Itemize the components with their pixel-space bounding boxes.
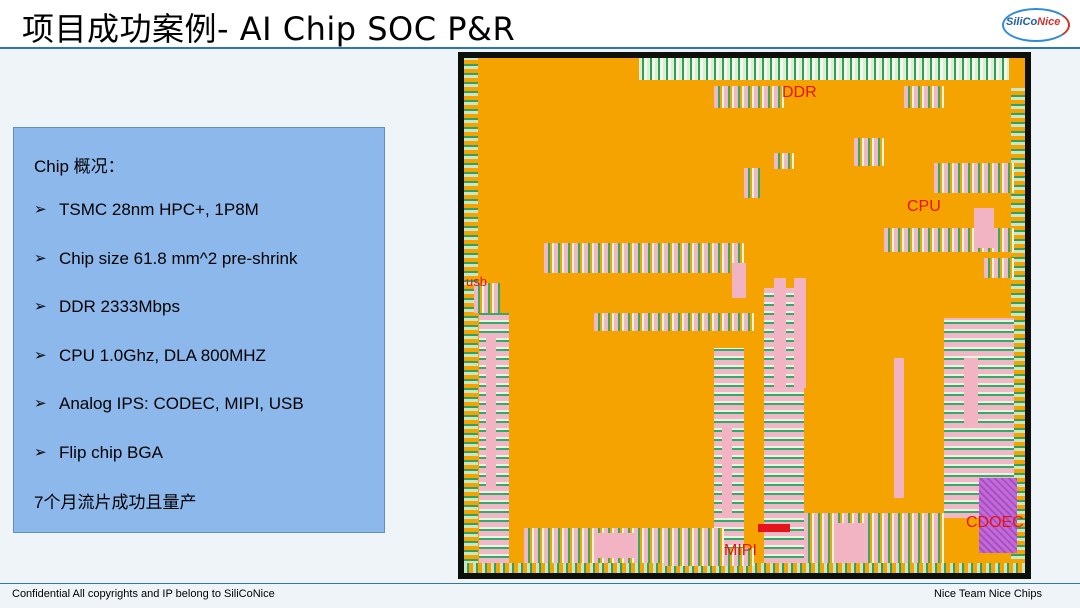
logo-text-b: Nice (1037, 16, 1061, 28)
overview-heading: Chip 概况： (34, 157, 125, 176)
title-divider (0, 47, 1080, 49)
bottom-cell-cluster (804, 513, 944, 563)
logo-text-a: SiliCo (1006, 16, 1038, 28)
spec-text: DDR 2333Mbps (59, 297, 180, 316)
codec-macro (979, 478, 1017, 553)
cpu-cell-cluster (884, 228, 1014, 252)
usb-cell-cluster (474, 283, 502, 313)
arrow-bullet-icon: ➢ (34, 346, 47, 364)
logo-ring-icon (1002, 8, 1070, 42)
memory-macro (974, 208, 994, 248)
cell-cluster (594, 313, 754, 331)
memory-macro (722, 428, 732, 518)
memory-macro (794, 278, 806, 388)
cpu-label: CPU (907, 198, 941, 215)
spec-text: Chip size 61.8 mm^2 pre-shrink (59, 248, 298, 268)
memory-macro (894, 358, 904, 498)
list-item: ➢ DDR 2333Mbps (34, 297, 304, 346)
confidential-notice: Confidential All copyrights and IP belon… (12, 588, 275, 600)
memory-macro (964, 358, 978, 428)
arrow-bullet-icon: ➢ (34, 443, 47, 461)
cell-cluster (744, 168, 762, 198)
memory-macro (732, 263, 746, 298)
list-item: ➢ CPU 1.0Ghz, DLA 800MHZ (34, 346, 304, 395)
chip-layout-image: DDR CPU usb MIPI CDOEC (458, 52, 1031, 579)
arrow-bullet-icon: ➢ (34, 201, 47, 218)
slide-title: 项目成功案例- AI Chip SOC P&R (22, 10, 516, 48)
codec-label: CDOEC (966, 514, 1024, 531)
cell-cluster (544, 243, 744, 273)
cpu-cell-cluster (934, 163, 1014, 193)
footer-divider (0, 583, 1080, 584)
spec-list: ➢ TSMC 28nm HPC+, 1P8M ➢ Chip size 61.8 mm… (34, 200, 304, 491)
list-item: ➢ TSMC 28nm HPC+, 1P8M (34, 200, 304, 249)
logo-text: SiliCoNice (1006, 16, 1060, 28)
arrow-bullet-icon: ➢ (34, 249, 47, 267)
cell-cluster (984, 258, 1014, 278)
list-item: ➢ Flip chip BGA (34, 443, 304, 492)
footer-tagline: Nice Team Nice Chips (933, 588, 1042, 600)
mipi-label: MIPI (724, 542, 757, 559)
ddr-cell-cluster (904, 86, 944, 108)
memory-macro (594, 533, 634, 558)
spec-text: CPU 1.0Ghz, DLA 800MHZ (59, 345, 266, 365)
bottom-io-ring (464, 563, 1025, 573)
cpu-cell-cluster (854, 138, 884, 166)
spec-text: Flip chip BGA (59, 442, 163, 462)
mipi-cell-cluster (664, 548, 754, 566)
ddr-label: DDR (782, 84, 817, 101)
memory-macro (486, 338, 496, 488)
spec-text: Analog IPS: CODEC, MIPI, USB (59, 394, 304, 413)
memory-macro (774, 278, 786, 388)
arrow-bullet-icon: ➢ (34, 298, 47, 315)
title-bar: 项目成功案例- AI Chip SOC P&R SiliCoNice (0, 0, 1080, 48)
siliconice-logo: SiliCoNice (992, 6, 1076, 42)
list-item: ➢ Chip size 61.8 mm^2 pre-shrink (34, 249, 304, 298)
spec-text: TSMC 28nm HPC+, 1P8M (59, 200, 259, 219)
right-io-ring (1011, 88, 1025, 568)
cell-cluster (774, 153, 794, 169)
ddr-cell-cluster (714, 86, 784, 108)
chip-overview-box: Chip 概况： ➢ TSMC 28nm HPC+, 1P8M ➢ Chip siz… (13, 127, 385, 533)
ddr-io-ring (639, 58, 1009, 80)
mipi-red-macro (758, 524, 790, 532)
tapeout-note: 7个月流片成功且量产 (34, 493, 197, 512)
memory-macro (834, 523, 864, 563)
usb-label: usb (466, 274, 487, 289)
left-io-ring (464, 58, 478, 573)
die-area: DDR CPU usb MIPI CDOEC (464, 58, 1025, 573)
arrow-bullet-icon: ➢ (34, 395, 47, 412)
list-item: ➢ Analog IPS: CODEC, MIPI, USB (34, 394, 304, 443)
